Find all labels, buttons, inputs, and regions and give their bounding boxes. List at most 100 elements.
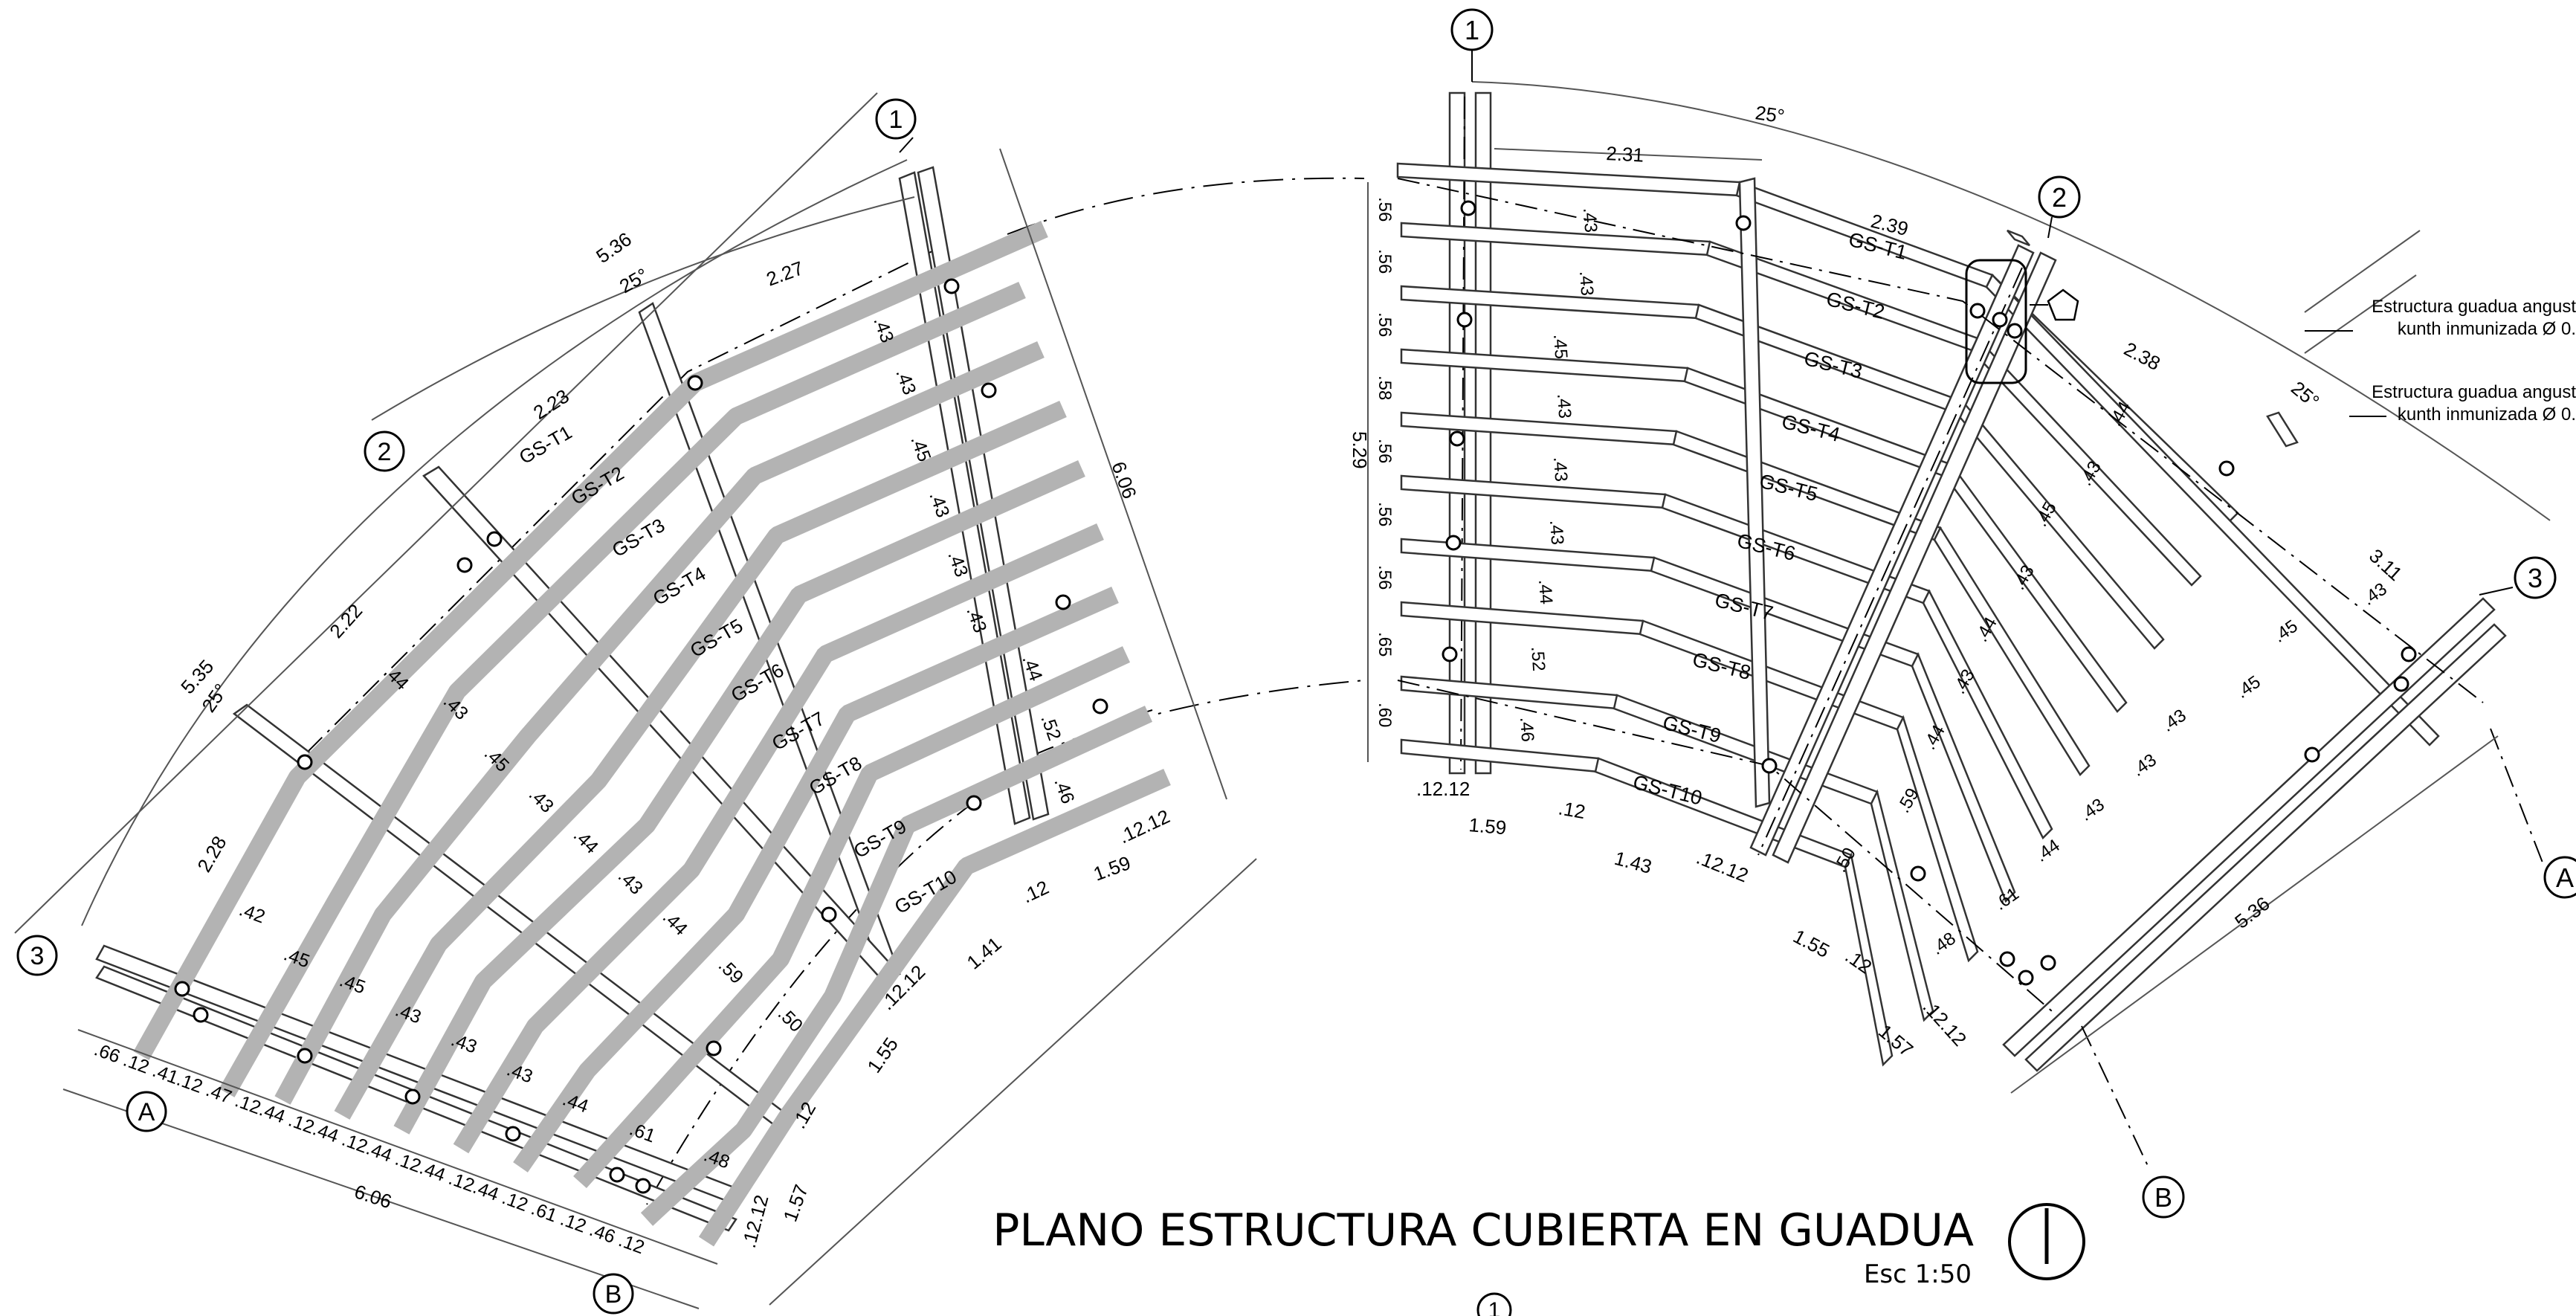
dim: 1.59: [1468, 813, 1507, 839]
grid-label-1: 1: [889, 106, 903, 134]
spacing: .65: [1375, 632, 1395, 657]
truss-l9: [640, 706, 1153, 1226]
axis-A-line: [2490, 728, 2543, 863]
truss-l7: [513, 587, 1119, 1173]
truss-l3: [274, 341, 1045, 1105]
spacing: .56: [1375, 197, 1395, 222]
note-line: Estructura guadua angust: [2372, 297, 2576, 317]
dim: 2.23: [529, 384, 573, 424]
spacing: .44: [1534, 579, 1556, 605]
spacing: .43: [1553, 393, 1575, 419]
right-left-chain: .56 .56 .56 .58 .56 .56 .56 .65 .60: [1375, 197, 1395, 727]
spacing: .43: [2128, 750, 2160, 781]
grid-bubble-B: [2142, 1175, 2185, 1219]
dim: 2.22: [325, 599, 367, 642]
dim: 25°: [2287, 377, 2323, 413]
dim: 1.41: [963, 932, 1006, 974]
dim: .12: [1557, 796, 1587, 823]
grid-label-1: 1: [1465, 15, 1479, 45]
left-bolts: [174, 278, 1108, 1194]
grid-bubble-1: [875, 98, 917, 140]
spacing: .52: [1036, 712, 1065, 743]
spacing: .44: [2032, 836, 2064, 866]
dim: 2.28: [193, 832, 230, 876]
dim: 1.59: [1091, 851, 1134, 886]
spacing: .44: [569, 825, 602, 857]
spacing: .56: [1375, 502, 1395, 526]
dim: 2.38: [2120, 338, 2164, 375]
grid-label-A: A: [2556, 862, 2574, 893]
note-line: kunth inmunizada Ø 0.: [2398, 404, 2576, 425]
axis-B-line: [2081, 1025, 2149, 1168]
spacing: .43: [1575, 271, 1597, 297]
dim: .12.12: [1416, 778, 1470, 800]
grid-label-A: A: [138, 1098, 155, 1126]
spacing: .48: [1928, 929, 1960, 959]
spacing: .59: [714, 955, 747, 987]
right-axis2-beams: [1749, 229, 2057, 864]
spacing: .56: [1375, 439, 1395, 463]
dim: 1.55: [862, 1033, 903, 1077]
note-line: kunth inmunizada Ø 0.: [2398, 319, 2576, 339]
grid-bubble-A: [126, 1091, 167, 1132]
detail-callout-box: [1965, 259, 2027, 384]
drawing-title: PLANO ESTRUCTURA CUBIERTA EN GUADUA: [992, 1204, 1974, 1257]
spacing: .45: [2233, 672, 2265, 703]
dim: .12.12: [1919, 996, 1972, 1051]
outer-chord-axis: [1397, 178, 2484, 703]
spacing: .44: [659, 906, 691, 939]
spacing: .56: [1375, 312, 1395, 337]
spacing: .58: [1375, 375, 1395, 400]
dim: 2.31: [1606, 142, 1644, 167]
dim: 6.06: [352, 1180, 394, 1213]
right-dimension-lines: [1367, 81, 2551, 1094]
truss-l1: [133, 221, 1048, 1060]
grid-label-B: B: [605, 1280, 622, 1309]
spacing: .52: [1527, 646, 1549, 672]
truss-l6: [453, 523, 1104, 1154]
truss-label: GS-T2: [1824, 288, 1887, 323]
spacing: .43: [925, 488, 953, 520]
dim: .12.12: [1115, 805, 1173, 848]
spacing: .43: [2359, 579, 2391, 610]
truss-l4: [334, 401, 1067, 1120]
sheet-marker-bubble: [1476, 1292, 1512, 1316]
inner-chord-axis: [1397, 680, 2053, 1012]
grid-bubble-1: [1450, 8, 1494, 51]
sheet-marker-label: 1: [1488, 1298, 1501, 1316]
grid-label-2: 2: [2052, 182, 2067, 213]
grid-label-3: 3: [30, 942, 45, 970]
spacing: .43: [525, 784, 558, 816]
truss-l8: [573, 646, 1131, 1189]
spacing: .43: [891, 366, 920, 397]
left-dimension-lines: [14, 92, 1257, 1309]
right-roof-plan: 1 2 3 A B GS-T1 GS-T2 GS-T3 GS-T4 GS-T5 …: [1349, 8, 2576, 1219]
dim: 25°: [1754, 101, 1786, 127]
dim: .12.12: [1694, 846, 1752, 887]
right-grid-bubbles: 1 2 3 A B: [1450, 8, 2576, 1219]
right-bolts: [1442, 200, 2417, 986]
spacing: .46: [1516, 717, 1537, 743]
grid-label-3: 3: [2528, 563, 2543, 593]
spacing: .42: [236, 899, 268, 927]
truss-l2: [219, 282, 1026, 1097]
right-spacing-a: .43 .43 .45 .43 .43 .43 .44 .52 .46: [1516, 207, 1601, 743]
dim: 1.57: [778, 1181, 813, 1225]
material-notes: Estructura guadua angust kunth inmunizad…: [2305, 297, 2576, 425]
grid-bubble-3: [16, 935, 58, 976]
dim: 2.27: [764, 257, 807, 291]
detail-tag-icon: [2047, 288, 2079, 321]
dim: 1.43: [1612, 847, 1654, 878]
spacing: .43: [1549, 457, 1571, 483]
spacing: .43: [2076, 795, 2108, 825]
dim: 5.36: [592, 228, 636, 268]
spacing: .43: [1546, 520, 1567, 546]
dim: 1.55: [1789, 925, 1833, 962]
left-grid-bubbles: 1 2 3 A B: [16, 98, 917, 1315]
dim: 3.11: [2365, 544, 2406, 585]
truss-label: GS-T10: [1631, 771, 1705, 810]
grid-bubble-2: [364, 430, 405, 472]
drawing-scale: Esc 1:50: [1864, 1259, 1972, 1289]
dim: 6.06: [1107, 459, 1141, 502]
